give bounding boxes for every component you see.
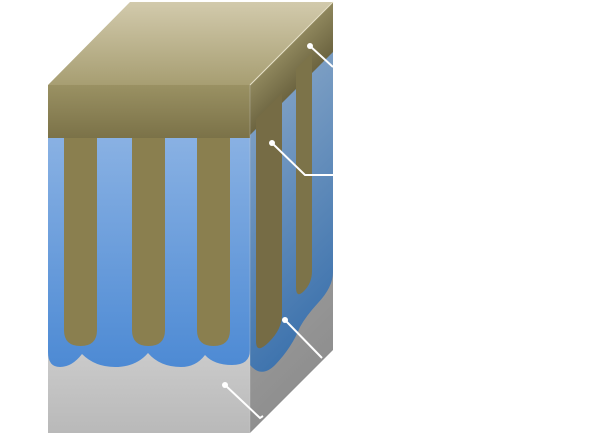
callout-electrode-finger — [269, 140, 333, 176]
callout-electrolyte — [282, 317, 323, 359]
edge-line — [249, 1, 334, 86]
front-face — [48, 85, 250, 433]
callout-substrate — [222, 382, 264, 420]
callout-electrode-top — [307, 43, 334, 68]
electrode-top-band — [48, 85, 250, 138]
electrode-finger — [197, 138, 230, 346]
electrode-side-finger — [256, 93, 282, 349]
electrode-finger — [64, 138, 97, 346]
electrode-side-band — [250, 2, 333, 135]
top-face — [48, 2, 333, 85]
electrode-finger — [132, 138, 165, 346]
